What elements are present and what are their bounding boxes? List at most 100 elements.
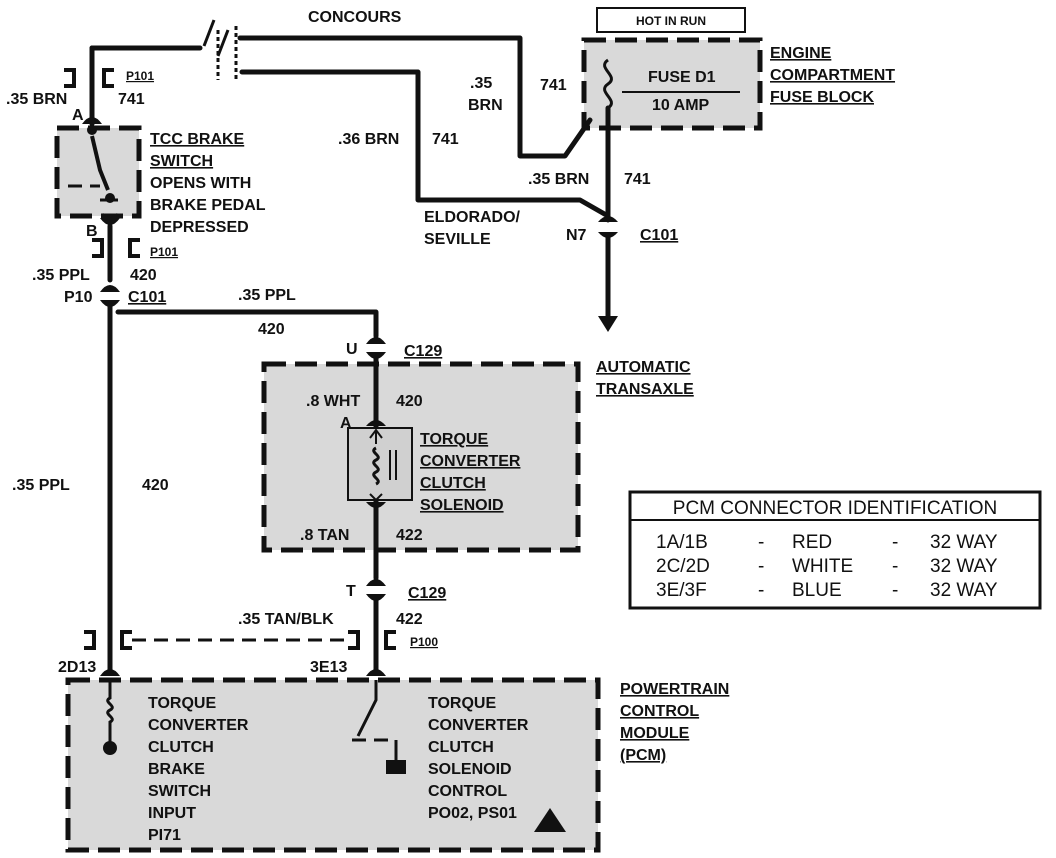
hot-in-run-label: HOT IN RUN <box>636 14 706 28</box>
pcm-input-1: TORQUE <box>148 695 216 712</box>
concours-label: CONCOURS <box>308 9 402 26</box>
circuit-420-horizontal: 420 <box>258 321 285 338</box>
table-row-3-sep1: - <box>758 580 764 601</box>
pin-b-switch: B <box>86 223 98 240</box>
splice-break-marks <box>202 19 238 82</box>
pin-a-switch: A <box>72 107 84 124</box>
hot-in-run-box <box>596 7 746 33</box>
wire-label-tan: .8 TAN <box>300 527 349 544</box>
table-row-1-sep2: - <box>892 532 898 553</box>
c101-left: C101 <box>128 289 166 306</box>
fuse-name: FUSE D1 <box>648 69 716 86</box>
transaxle-title-1: AUTOMATIC <box>596 359 691 376</box>
pcm-output-6: PO02, PS01 <box>428 805 517 822</box>
table-row-1-color: RED <box>792 532 832 553</box>
p100-label: P100 <box>410 635 438 649</box>
circuit-422-upper: 422 <box>396 527 423 544</box>
pcm-output-3: CLUTCH <box>428 739 494 756</box>
pin-t: T <box>346 583 356 600</box>
wire-label-ppl-lower: .35 PPL <box>12 477 70 494</box>
pcm-box <box>68 680 598 850</box>
pin-2d13: 2D13 <box>58 659 96 676</box>
pin-p10: P10 <box>64 289 93 306</box>
pcm-title-3: MODULE <box>620 725 690 742</box>
tcc-desc-1: OPENS WITH <box>150 175 251 192</box>
fuse-block-title-3: FUSE BLOCK <box>770 89 874 106</box>
pcm-input-2: CONVERTER <box>148 717 249 734</box>
wire-label-tanblk: .35 TAN/BLK <box>238 611 334 628</box>
solenoid-label-2: CONVERTER <box>420 453 521 470</box>
tcc-desc-2: BRAKE PEDAL <box>150 197 266 214</box>
pcm-output-2: CONVERTER <box>428 717 529 734</box>
solenoid-label-1: TORQUE <box>420 431 488 448</box>
pcm-input-6: INPUT <box>148 805 196 822</box>
table-row-2-sep2: - <box>892 556 898 577</box>
pcm-input-5: SWITCH <box>148 783 211 800</box>
table-row-1-ways: 32 WAY <box>930 532 998 553</box>
pcm-input-4: BRAKE <box>148 761 205 778</box>
table-row-1-sep1: - <box>758 532 764 553</box>
c101-right: C101 <box>640 227 678 244</box>
fuse-block-title-1: ENGINE <box>770 45 832 62</box>
pcm-title-1: POWERTRAIN <box>620 681 729 698</box>
circuit-741-top: 741 <box>540 77 567 94</box>
fuse-block-box <box>584 40 760 128</box>
pin-3e13: 3E13 <box>310 659 347 676</box>
eldorado-label-2: SEVILLE <box>424 231 491 248</box>
wire-label-brn-eldorado: .36 BRN <box>338 131 399 148</box>
circuit-422-lower: 422 <box>396 611 423 628</box>
pcm-connector-table: PCM CONNECTOR IDENTIFICATION 1A/1B - RED… <box>628 490 1042 610</box>
fuse-block-title-2: COMPARTMENT <box>770 67 895 84</box>
wire-label-brn-gauge: .35 <box>470 75 492 92</box>
p101-top: P101 <box>126 69 154 83</box>
tcc-title-1: TCC BRAKE <box>150 131 245 148</box>
table-title: PCM CONNECTOR IDENTIFICATION <box>673 498 997 519</box>
pcm-title-4: (PCM) <box>620 747 666 764</box>
tcc-solenoid-symbol <box>347 427 413 502</box>
table-row-3-ways: 32 WAY <box>930 580 998 601</box>
pcm-output-4: SOLENOID <box>428 761 512 778</box>
circuit-741-mid: 741 <box>432 131 459 148</box>
pcm-input-7: PI71 <box>148 827 181 844</box>
circuit-741-fuse: 741 <box>624 171 651 188</box>
table-row-2-sep1: - <box>758 556 764 577</box>
fuse-rating: 10 AMP <box>652 97 710 114</box>
fuse-d1-symbol <box>603 58 613 110</box>
table-row-2-ways: 32 WAY <box>930 556 998 577</box>
c129-lower: C129 <box>408 585 446 602</box>
solenoid-label-3: CLUTCH <box>420 475 486 492</box>
table-row-3-pins: 3E/3F <box>656 580 707 601</box>
connector-brackets <box>64 68 396 650</box>
table-row-1-pins: 1A/1B <box>656 532 708 553</box>
tcc-brake-switch-box <box>57 128 139 216</box>
table-row-3-sep2: - <box>892 580 898 601</box>
table-row-3-color: BLUE <box>792 580 842 601</box>
tcc-desc-3: DEPRESSED <box>150 219 249 236</box>
wire-label-ppl-upper: .35 PPL <box>32 267 90 284</box>
transaxle-box <box>264 364 578 550</box>
p101-bottom: P101 <box>150 245 178 259</box>
ground-arrow <box>598 316 618 332</box>
connector-caps <box>82 117 618 676</box>
wire-label-brn-left: .35 BRN <box>6 91 67 108</box>
pin-u: U <box>346 341 358 358</box>
wire-label-ppl-horizontal: .35 PPL <box>238 287 296 304</box>
table-row-2-pins: 2C/2D <box>656 556 710 577</box>
pcm-input-3: CLUTCH <box>148 739 214 756</box>
pcm-internal-symbols <box>103 680 566 832</box>
wire-label-brn-fuse: .35 BRN <box>528 171 589 188</box>
pcm-title-2: CONTROL <box>620 703 699 720</box>
pcm-output-5: CONTROL <box>428 783 507 800</box>
circuit-420-lower: 420 <box>142 477 169 494</box>
transaxle-title-2: TRANSAXLE <box>596 381 694 398</box>
table-row-2-color: WHITE <box>792 556 853 577</box>
pin-a-solenoid: A <box>340 415 352 432</box>
circuit-420-upper: 420 <box>130 267 157 284</box>
solenoid-label-4: SOLENOID <box>420 497 504 514</box>
pin-n7: N7 <box>566 227 587 244</box>
c129-upper: C129 <box>404 343 442 360</box>
tcc-title-2: SWITCH <box>150 153 213 170</box>
eldorado-label-1: ELDORADO/ <box>424 209 521 226</box>
circuit-420-solenoid: 420 <box>396 393 423 410</box>
